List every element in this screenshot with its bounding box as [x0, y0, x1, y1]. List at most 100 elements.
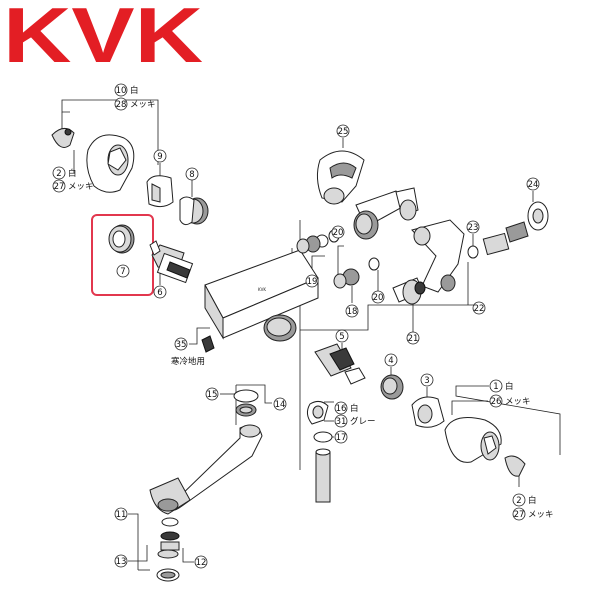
callout-label: 白 — [505, 381, 514, 392]
callout-23: 23 — [466, 220, 480, 234]
callout-circle — [489, 394, 503, 408]
callout-number: 15 — [207, 390, 218, 400]
callout-20: 20 — [371, 290, 385, 304]
faucet-body-icon: KVK — [204, 249, 319, 342]
part-6-cartridge-icon — [149, 240, 194, 284]
callout-number: 11 — [116, 510, 127, 520]
callout-number: 3 — [424, 376, 429, 386]
callout-number: 27 — [54, 182, 65, 192]
callout-circle — [489, 379, 503, 393]
callout-circle — [336, 124, 350, 138]
shower-hose-pipe-icon — [315, 448, 331, 503]
callout-15: 15 — [205, 387, 219, 401]
callout-number: 25 — [338, 127, 349, 137]
callout-circle — [194, 555, 208, 569]
callout-number: 2 — [56, 169, 61, 179]
callout-circle — [114, 83, 128, 97]
callout-number: 26 — [491, 397, 502, 407]
part-7-ring-icon — [108, 224, 135, 254]
callout-4: 4 — [384, 353, 398, 367]
callout-circle — [512, 493, 526, 507]
callout-number: 24 — [528, 180, 539, 190]
callout-20: 20 — [331, 225, 345, 239]
callout-circle — [153, 285, 167, 299]
part-17-ring-icon — [313, 431, 333, 443]
callout-circle — [345, 304, 359, 318]
callout-number: 14 — [275, 400, 286, 410]
callout-circle — [305, 274, 319, 288]
callout-circle — [334, 414, 348, 428]
callout-number: 12 — [196, 558, 207, 568]
part-8-sleeve-icon — [179, 196, 209, 226]
callout-14: 14 — [273, 397, 287, 411]
part-5-cartridge-icon — [314, 343, 366, 385]
callout-number: 18 — [347, 307, 358, 317]
handle-left-icon — [86, 134, 135, 193]
callout-circle — [114, 97, 128, 111]
callout-13: 13 — [114, 554, 128, 568]
callout-number: 23 — [468, 223, 479, 233]
callout-circle — [331, 225, 345, 239]
callout-6: 6 — [153, 285, 167, 299]
part-25-cover-icon — [316, 150, 365, 205]
callout-number: 21 — [408, 334, 419, 344]
part-15-14-rings-icon — [233, 389, 259, 417]
callout-label: 白 — [350, 403, 359, 414]
callout-number: 20 — [373, 293, 384, 303]
part-18-20-fittings-icon — [333, 257, 380, 289]
callout-number: 22 — [474, 304, 485, 314]
callout-24: 24 — [526, 177, 540, 191]
callout-12: 12 — [194, 555, 208, 569]
callout-number: 9 — [157, 152, 162, 162]
callout-label: メッキ — [68, 182, 94, 192]
callout-circle — [114, 507, 128, 521]
leader-lines — [61, 99, 561, 571]
callout-circle — [52, 166, 66, 180]
callout-22: 22 — [472, 301, 486, 315]
part-9-clip-icon — [146, 175, 174, 208]
callout-circle — [334, 430, 348, 444]
brand-logo: KVK — [3, 0, 203, 79]
callout-circle — [335, 329, 349, 343]
callout-21: 21 — [406, 331, 420, 345]
callout-number: 28 — [116, 100, 127, 110]
callout-circle — [371, 290, 385, 304]
callout-label: 白 — [130, 85, 139, 96]
callout-label: メッキ — [528, 510, 554, 520]
callout-19: 19 — [305, 274, 319, 288]
callout-circle — [114, 554, 128, 568]
callout-number: 1 — [493, 382, 498, 392]
callout-5: 5 — [335, 329, 349, 343]
callout-circle — [52, 179, 66, 193]
part-35-plug-icon — [201, 335, 215, 353]
callout-7: 7 — [116, 264, 130, 278]
callout-circle — [420, 373, 434, 387]
callout-number: 5 — [339, 332, 344, 342]
part-3-clip-icon — [411, 396, 445, 428]
callout-number: 27 — [514, 510, 525, 520]
handle-right-cap-icon — [504, 455, 526, 477]
callout-label: メッキ — [130, 100, 156, 110]
callout-circle — [466, 220, 480, 234]
callout-number: 4 — [388, 356, 393, 366]
part-23-union-icon — [467, 221, 529, 259]
callout-circle — [174, 337, 188, 351]
callout-number: 16 — [336, 404, 347, 414]
svg-text:KVK: KVK — [258, 287, 266, 292]
part-22-arm-icon — [411, 219, 465, 293]
part-21-check-valve-icon — [392, 277, 426, 305]
callout-circle — [334, 401, 348, 415]
callout-circle — [406, 331, 420, 345]
callout-circle — [185, 167, 199, 181]
callout-17: 17 — [334, 430, 348, 444]
handle-left-cap-icon — [51, 128, 75, 148]
